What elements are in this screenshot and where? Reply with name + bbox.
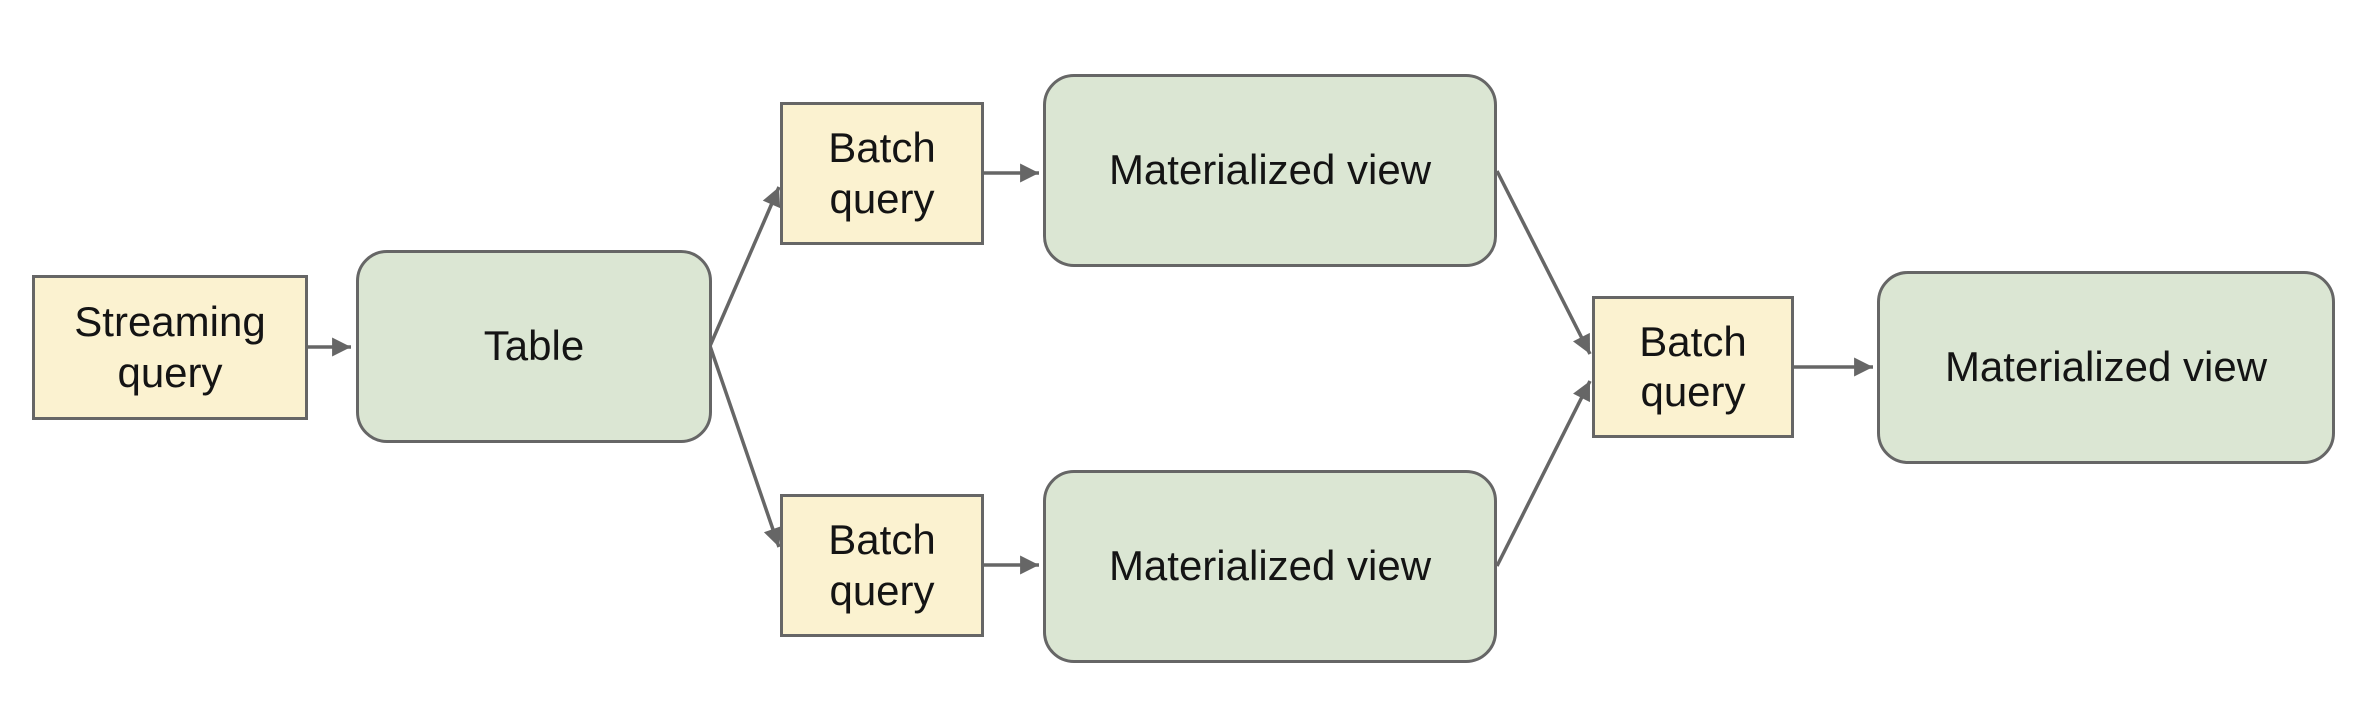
node-batch-query-top: Batch query [780, 102, 984, 245]
arrow-table-to-batch-query-top [708, 186, 781, 347]
node-batch-query-right-label: Batch query [1639, 317, 1747, 415]
node-batch-query-top-label: Batch query [828, 124, 936, 222]
arrow-table-to-batch-query-bottom [708, 345, 782, 548]
arrow-materialized-view-bottom-to-batch-query-right [1495, 380, 1592, 567]
node-materialized-view-top: Materialized view [1043, 74, 1497, 267]
arrow-materialized-view-top-to-batch-query-right [1495, 170, 1592, 355]
node-materialized-view-right-label: Materialized view [1944, 343, 2268, 391]
node-batch-query-bottom-label: Batch query [828, 516, 936, 614]
node-materialized-view-bottom-label: Materialized view [1108, 542, 1432, 590]
node-streaming-query-label: Streaming query [74, 298, 266, 396]
node-streaming-query: Streaming query [32, 275, 308, 420]
node-batch-query-bottom: Batch query [780, 494, 984, 637]
node-materialized-view-bottom: Materialized view [1043, 470, 1497, 663]
node-materialized-view-top-label: Materialized view [1108, 146, 1432, 194]
node-materialized-view-right: Materialized view [1877, 271, 2335, 464]
node-table-label: Table [483, 322, 585, 370]
node-batch-query-right: Batch query [1592, 296, 1794, 438]
node-table: Table [356, 250, 712, 443]
